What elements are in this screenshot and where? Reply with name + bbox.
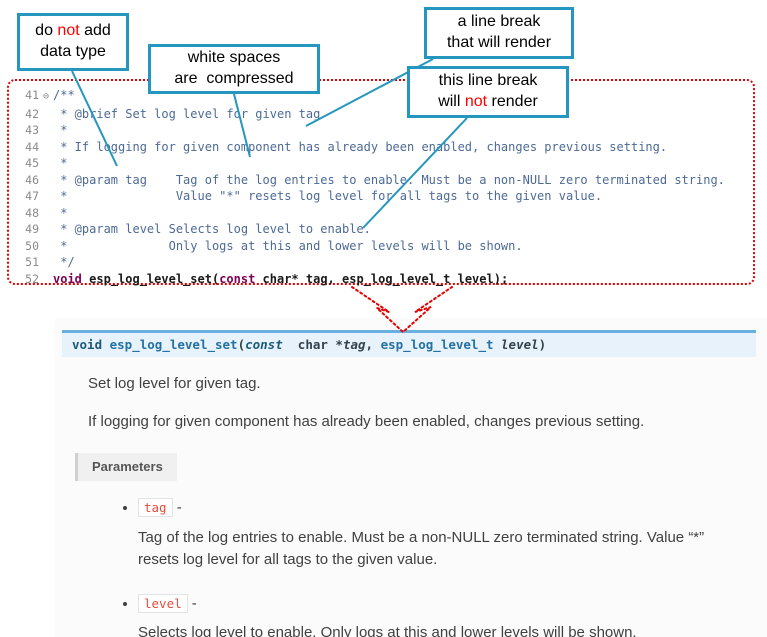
code-text: * [53,123,68,137]
line-number: 43 [25,123,39,137]
sig-space [494,337,502,352]
param-name-chip: level [138,593,188,613]
sig-param-level: level [501,337,539,352]
callout-text: data type [40,43,106,60]
code-editor-snippet: 41 ⊖ /** 42 * @brief Set log level for g… [7,79,755,288]
line-number: 42 [25,106,39,121]
callout-text: white spaces [187,49,281,67]
callout-line-break-no-render: this line break will not render [407,66,569,118]
code-text: * [53,205,68,220]
function-declaration-text: char* tag, esp_log_level_t level); [255,271,509,286]
keyword-void: void [53,271,82,286]
code-text: * @param tag Tag of the log entries to e… [53,172,725,187]
sig-keyword-void: void [72,337,103,352]
line-number: 45 [25,156,39,170]
callout-text: that will render [446,34,552,51]
code-line: 42 * @brief Set log level for given tag [15,106,753,123]
keyword-const: const [219,271,256,286]
callout-text: this line break [438,72,538,90]
parameters-heading: Parameters [75,452,177,482]
code-text: * Value "*" resets log level for all tag… [53,189,603,203]
sig-param-tag: tag [342,337,366,352]
param-dash: - [172,499,182,517]
code-text: */ [53,255,75,269]
sig-function-name: esp_log_level_set [102,337,238,352]
code-line: 41 ⊖ /** [15,87,753,106]
code-line: 49 * @param level Selects log level to e… [15,221,753,238]
line-number: 52 [25,271,39,286]
doc-detail-text: If logging for given component has alrea… [88,412,645,430]
code-text: * @param level Selects log level to enab… [53,222,371,236]
callout-text: will not render [438,93,538,110]
line-number: 51 [25,255,39,269]
line-number: 50 [25,238,39,253]
callout-text: a line break [457,13,541,31]
code-line: 51 */ [15,254,753,271]
callout-no-data-type: do not add data type [17,13,129,71]
sig-comma: , [365,337,381,352]
function-declaration-text: esp_log_level_set( [81,271,220,286]
fold-collapse-icon[interactable]: ⊖ [42,91,50,102]
code-text: /** [53,88,75,102]
line-number: 44 [25,139,39,154]
sig-keyword-const: const [245,337,283,352]
code-text: * Only logs at this and lower levels wil… [53,238,523,253]
callout-text: are compressed [174,70,294,87]
param-name-chip: tag [138,498,173,518]
function-signature-bar: void esp_log_level_set(const char *tag, … [62,330,756,357]
code-line: 44 * If logging for given component has … [15,139,753,156]
line-number: 47 [25,189,39,203]
line-number: 49 [25,222,39,236]
rendered-doc-panel: void esp_log_level_set(const char *tag, … [55,318,767,637]
line-number: 46 [25,172,39,187]
line-number: 48 [25,205,39,220]
code-text: * @brief Set log level for given tag [53,106,321,121]
parameter-item-level: level - Selects log level to enable. Onl… [138,593,727,637]
code-line-declaration: 52 void esp_log_level_set( const char* t… [15,271,753,288]
code-line: 45 * [15,155,753,172]
sig-char-type: char * [282,337,343,352]
param-description: Selects log level to enable. Only logs a… [138,624,637,637]
sig-paren-open: ( [237,337,246,352]
code-line: 47 * Value "*" resets log level for all … [15,188,753,205]
sig-param-type: esp_log_level_t [380,337,494,352]
code-text: * If logging for given component has alr… [53,139,668,154]
callout-text: do not add [35,22,111,40]
doc-brief-text: Set log level for given tag. [88,375,261,392]
code-line: 43 * [15,122,753,139]
code-line: 46 * @param tag Tag of the log entries t… [15,172,753,189]
param-description: Tag of the log entries to enable. Must b… [138,529,705,568]
param-dash: - [187,594,197,612]
sig-paren-close: ) [538,337,547,352]
line-number: 41 [25,88,39,102]
doc-body: Set log level for given tag. If logging … [75,373,727,637]
callout-line-break-renders: a line break that will render [424,7,574,59]
parameter-item-tag: tag - Tag of the log entries to enable. … [138,497,727,570]
code-text: * [53,156,68,170]
callout-whitespace-compressed: white spaces are compressed [148,44,320,94]
code-line: 48 * [15,205,753,222]
code-line: 50 * Only logs at this and lower levels … [15,238,753,255]
parameters-list: tag - Tag of the log entries to enable. … [88,497,727,637]
